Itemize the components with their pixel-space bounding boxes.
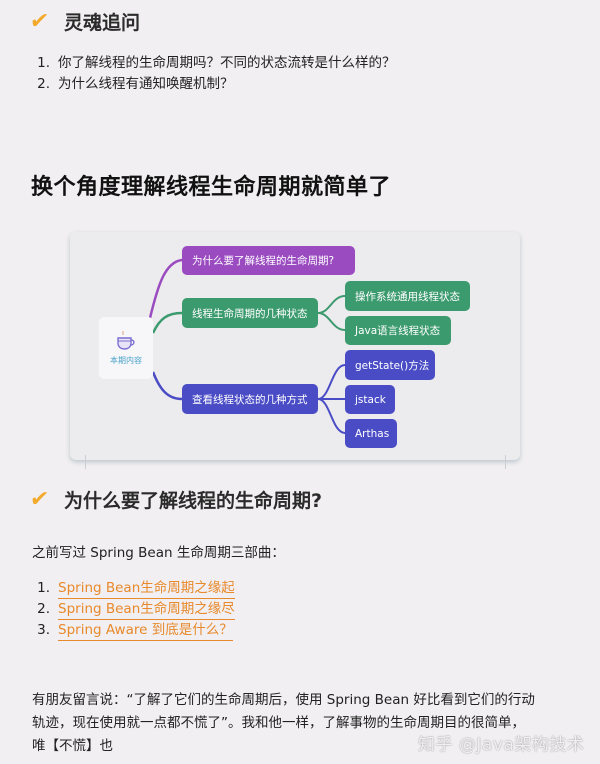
- check-icon: ✔: [28, 487, 51, 512]
- coffee-cup-icon: [117, 331, 135, 350]
- mindmap-node-states: 线程生命周期的几种状态: [182, 298, 318, 328]
- page-heading: 换个角度理解线程生命周期就简单了: [31, 175, 392, 200]
- mindmap-node-java-states: Java语言线程状态: [345, 316, 451, 345]
- mindmap-node-arthas: Arthas: [345, 419, 397, 448]
- questions-list: 1. 你了解线程的生命周期吗？不同的状态流转是什么样的？ 2. 为什么线程有通知…: [32, 53, 396, 95]
- watermark: 知乎 @Java架构技术: [418, 735, 585, 755]
- mindmap-node-why: 为什么要了解线程的生命周期?: [182, 246, 355, 275]
- section-heading-soul-questions: ✔ 灵魂追问: [28, 8, 141, 35]
- list-item: 3. Spring Aware 到底是什么？: [32, 620, 235, 641]
- list-item: 1. 你了解线程的生命周期吗？不同的状态流转是什么样的？: [37, 55, 396, 71]
- mindmap-node-os-states: 操作系统通用线程状态: [345, 281, 470, 311]
- intro-text: 之前写过 Spring Bean 生命周期三部曲：: [32, 545, 285, 561]
- mindmap-node-getstate: getState()方法: [345, 350, 435, 380]
- section-heading-why: ✔ 为什么要了解线程的生命周期?: [28, 486, 323, 513]
- article-links-list: 1. Spring Bean生命周期之缘起 2. Spring Bean生命周期…: [32, 578, 235, 641]
- card-frame-line: [505, 455, 506, 469]
- mindmap-node-jstack: jstack: [345, 385, 395, 414]
- section-title: 灵魂追问: [64, 12, 141, 34]
- link-spring-bean-end[interactable]: Spring Bean生命周期之缘尽: [58, 599, 235, 620]
- section-title: 为什么要了解线程的生命周期?: [64, 490, 323, 512]
- mindmap-center-node: 本期内容: [99, 317, 153, 379]
- list-item: 2. Spring Bean生命周期之缘尽: [32, 599, 235, 620]
- center-node-label: 本期内容: [110, 356, 142, 365]
- link-spring-aware[interactable]: Spring Aware 到底是什么？: [58, 620, 233, 641]
- link-spring-bean-origin[interactable]: Spring Bean生命周期之缘起: [58, 578, 235, 599]
- mindmap-node-view-methods: 查看线程状态的几种方式: [182, 384, 318, 414]
- card-frame-line: [85, 455, 86, 469]
- list-item: 1. Spring Bean生命周期之缘起: [32, 578, 235, 599]
- body-paragraph: 有朋友留言说：“了解了它们的生命周期后，使用 Spring Bean 好比看到它…: [32, 692, 535, 754]
- list-item: 2. 为什么线程有通知唤醒机制？: [37, 76, 234, 92]
